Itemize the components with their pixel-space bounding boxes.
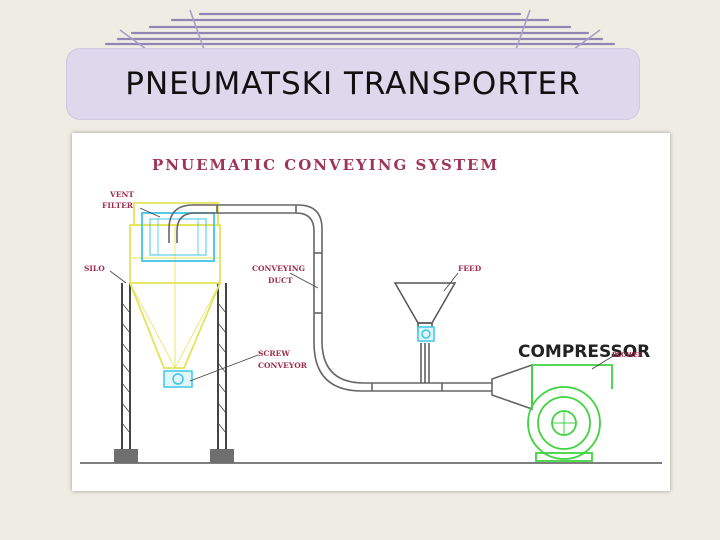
vent-filter bbox=[141, 212, 215, 262]
label-screw: SCREW bbox=[258, 349, 290, 358]
rotary-valve bbox=[417, 326, 435, 342]
diagram-title: PNUEMATIC CONVEYING SYSTEM bbox=[152, 156, 499, 174]
silo bbox=[129, 202, 221, 369]
compressor bbox=[527, 364, 613, 462]
silo-footing-right bbox=[210, 449, 234, 463]
label-blower: BLOWER bbox=[612, 352, 644, 359]
conveying-diagram: PNUEMATIC CONVEYING SYSTEM bbox=[80, 156, 662, 464]
silo-legs bbox=[121, 283, 227, 451]
decorative-rays bbox=[104, 9, 616, 53]
feed-hopper bbox=[393, 282, 457, 383]
label-silo: SILO bbox=[84, 264, 105, 273]
screw-conveyor bbox=[163, 370, 193, 388]
diagram-frame: PNUEMATIC CONVEYING SYSTEM bbox=[72, 133, 670, 491]
silo-footing-left bbox=[114, 449, 138, 463]
label-compressor: COMPRESSOR bbox=[518, 342, 650, 362]
label-conveyor: CONVEYOR bbox=[258, 361, 308, 370]
label-feed: FEED bbox=[458, 264, 482, 273]
label-vent: VENT bbox=[109, 190, 134, 199]
conveying-duct bbox=[168, 204, 533, 411]
label-conveying: CONVEYING bbox=[252, 264, 305, 273]
title-banner: PNEUMATSKI TRANSPORTER bbox=[66, 48, 640, 120]
label-filter: FILTER bbox=[102, 201, 134, 210]
label-duct: DUCT bbox=[268, 276, 293, 285]
slide-title: PNEUMATSKI TRANSPORTER bbox=[125, 66, 581, 102]
